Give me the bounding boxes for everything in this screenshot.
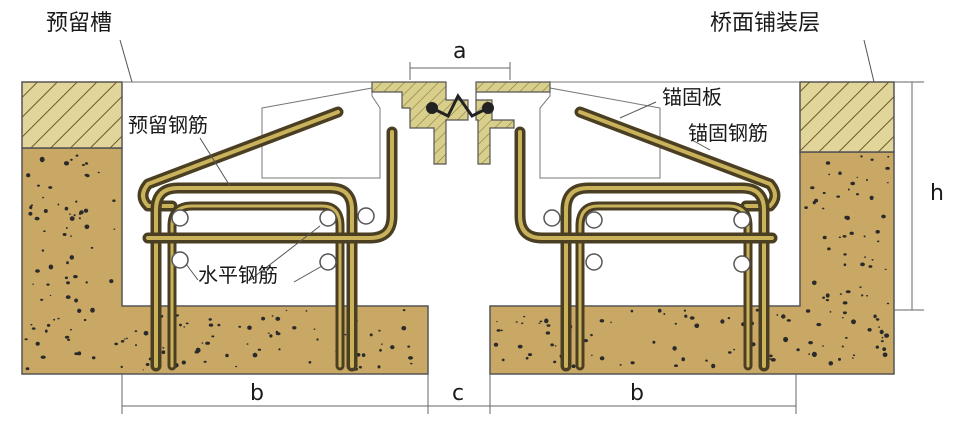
- label-reserved-groove: 预留槽: [46, 11, 112, 36]
- left-steel-profile: [371, 81, 469, 165]
- dimension-b-right: b: [630, 381, 644, 406]
- dimension-c: c: [452, 381, 464, 406]
- right-rebar-group: [514, 106, 781, 372]
- dimension-a: a: [453, 39, 466, 64]
- dimension-h: h: [930, 181, 944, 206]
- right-steel-profile: [475, 81, 551, 165]
- horizontal-rebar-sections: [171, 207, 751, 273]
- label-deck-pavement: 桥面铺装层: [710, 11, 820, 36]
- dimension-lines: [121, 62, 924, 414]
- left-pavement-layer: [21, 81, 123, 149]
- label-anchor-rebar: 锚固钢筋: [688, 121, 768, 145]
- rubber-seal-strip: [431, 93, 489, 119]
- left-concrete-block: [21, 147, 429, 375]
- left-rebar-group: [137, 106, 398, 372]
- label-horizontal-rebar: 水平钢筋: [198, 263, 278, 287]
- leader-lines: [119, 39, 875, 283]
- label-reserved-rebar: 预留钢筋: [128, 113, 208, 137]
- dimension-b-left: b: [250, 381, 264, 406]
- right-pavement-layer: [799, 81, 895, 153]
- label-anchor-plate: 锚固板: [662, 85, 722, 109]
